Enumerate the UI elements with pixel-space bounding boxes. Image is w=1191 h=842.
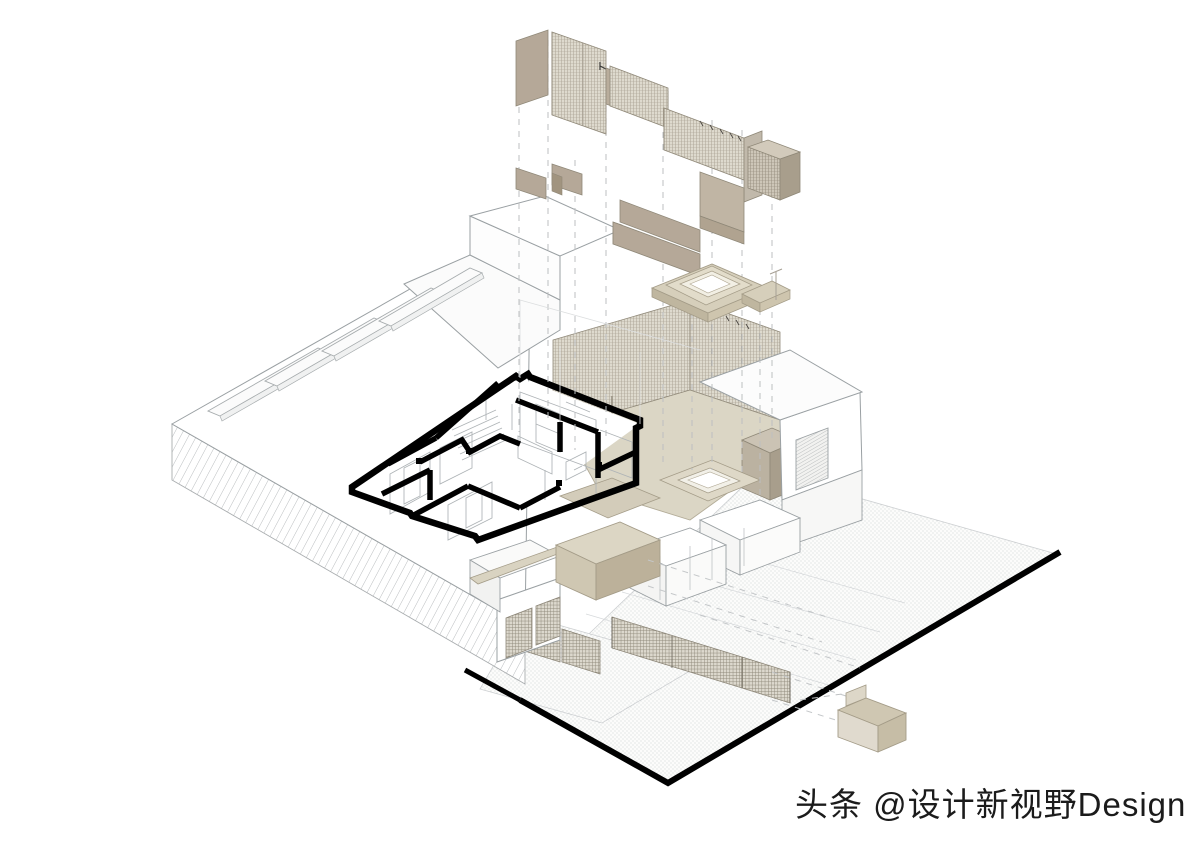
plan-door-jambs xyxy=(416,448,602,486)
exploded-wall-panel-e xyxy=(663,107,745,181)
plan-cut-walls-interior xyxy=(380,380,638,519)
exploded-wall-panel-a xyxy=(515,29,549,107)
site-boundary-edge xyxy=(518,549,1062,787)
garage-screen-right xyxy=(535,596,561,646)
exploded-wall-panel-i xyxy=(699,171,745,245)
louvre-window xyxy=(795,427,829,491)
exploded-wall-panel-b xyxy=(551,31,609,135)
skylight-strip xyxy=(377,267,485,332)
exploded-wall-panel-g xyxy=(551,163,583,196)
main-floor-plan xyxy=(348,369,644,544)
white-volume-a-side xyxy=(739,517,801,576)
terrace-threshold-step xyxy=(558,477,662,519)
front-facade-lower xyxy=(468,539,569,663)
courtyard-screen-fence xyxy=(611,616,791,704)
beige-projecting-box xyxy=(554,521,662,601)
exploded-chimney-volume xyxy=(743,130,802,203)
plan-cut-walls-outer xyxy=(348,369,644,544)
neighbor-roof-block xyxy=(170,195,622,685)
projection-outlines xyxy=(519,299,701,424)
guide-lines-lower xyxy=(647,559,861,723)
exploded-wall-panel-f xyxy=(515,167,547,200)
skylight-strip-group xyxy=(206,267,485,422)
site-boundary-edge-left xyxy=(463,667,522,703)
courtyard-pool-inplace xyxy=(658,459,762,502)
garage-screen-left xyxy=(505,607,533,659)
exploded-walls xyxy=(515,29,908,753)
exploded-courtyard-pool xyxy=(650,263,791,323)
exploded-planter-box xyxy=(836,684,908,753)
watermark-text: 头条 @设计新视野Design xyxy=(795,786,1187,823)
beige-box-side xyxy=(595,539,661,601)
